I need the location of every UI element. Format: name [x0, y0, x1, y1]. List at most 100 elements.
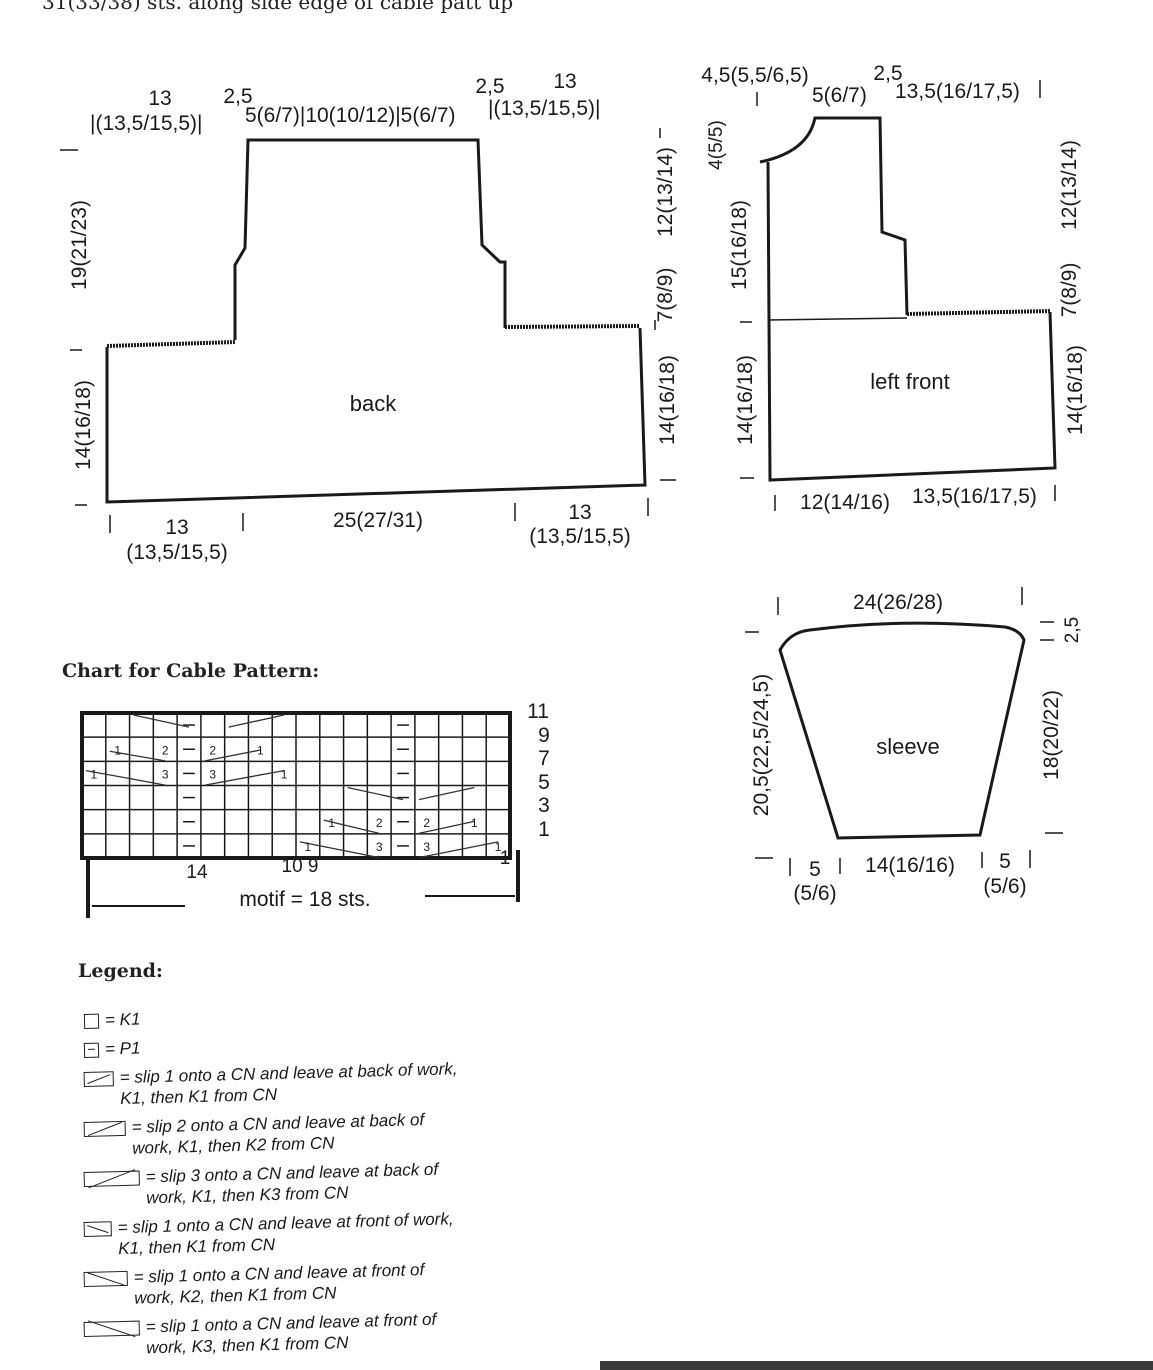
chart-labels: 11 9 7 5 3 1 14 10 9 1 motif = 18 sts. — [86, 700, 550, 918]
legend-item-cable-2-back: = slip 2 onto a CN and leave at back of … — [83, 1108, 464, 1160]
cable-line — [204, 749, 261, 762]
cable-front-1-icon — [83, 1221, 112, 1238]
row-number: 3 — [538, 794, 550, 817]
svg-text:2,5: 2,5 — [1062, 617, 1083, 643]
left-front-labels: 4,5(5,5/6,5) 2,5 5(6/7) 13,5(16/17,5) 4(… — [701, 62, 1087, 514]
cable-line — [299, 841, 380, 859]
cable-stitch-number: 1 — [328, 816, 335, 830]
row-number: 1 — [538, 818, 550, 841]
svg-text:2,5: 2,5 — [475, 75, 504, 98]
back-dotted-edge — [106, 324, 641, 348]
svg-text:left front: left front — [870, 369, 949, 394]
purl-symbol-icon — [83, 1042, 100, 1058]
cable-stitch-number: 1 — [471, 816, 478, 830]
cable-line — [418, 820, 475, 835]
cable-stitch-number: 1 — [281, 767, 288, 781]
svg-text:(13,5/15,5): (13,5/15,5) — [529, 525, 631, 548]
legend: = K1 = P1 = slip 1 onto a CN and leave a… — [83, 1010, 464, 1368]
svg-text:(5/6): (5/6) — [793, 882, 836, 905]
svg-text:14(16/18): 14(16/18) — [72, 380, 95, 470]
legend-item-cable-2-front: = slip 1 onto a CN and leave at front of… — [83, 1258, 464, 1310]
legend-item-cable-3-front: = slip 1 onto a CN and leave at front of… — [83, 1308, 464, 1360]
back-schematic — [105, 138, 647, 504]
svg-text:|(13,5/15,5)|: |(13,5/15,5)| — [90, 112, 202, 135]
cable-line — [418, 786, 475, 801]
col-label: 1 — [500, 848, 511, 869]
svg-text:(13,5/15,5): (13,5/15,5) — [126, 541, 228, 564]
svg-text:5(6/7)|10(10/12)|5(6/7): 5(6/7)|10(10/12)|5(6/7) — [245, 104, 456, 127]
svg-text:18(20/22): 18(20/22) — [1040, 690, 1063, 780]
svg-text:15(16/18): 15(16/18) — [728, 200, 751, 290]
svg-text:13: 13 — [148, 87, 171, 110]
cable-stitch-number: 3 — [423, 840, 430, 854]
cable-stitch-number: 1 — [114, 743, 121, 757]
svg-text:13: 13 — [165, 516, 188, 539]
svg-text:5: 5 — [809, 858, 821, 881]
sleeve-schematic — [778, 621, 1026, 840]
legend-item-cable-1-front: = slip 1 onto a CN and leave at front of… — [83, 1208, 464, 1260]
cable-chart: 1 2 2 1 1 3 3 1 1 2 2 1 1 3 3 1 — [80, 711, 512, 860]
svg-text:14(16/18): 14(16/18) — [1064, 345, 1087, 435]
row-number: 7 — [538, 747, 550, 770]
cable-line — [347, 786, 404, 801]
legend-item-cable-1-back: = slip 1 onto a CN and leave at back of … — [83, 1058, 464, 1110]
legend-item-cable-3-back: = slip 3 onto a CN and leave at back of … — [83, 1158, 464, 1210]
svg-text:13,5(16/17,5): 13,5(16/17,5) — [895, 80, 1020, 103]
cable-stitch-number: 3 — [376, 840, 383, 854]
sleeve-outline — [778, 621, 1026, 840]
cable-stitch-number: 1 — [91, 767, 98, 781]
row-number: 9 — [538, 724, 550, 747]
sleeve-labels: 24(26/28) 2,5 20,5(22,5/24,5) 18(20/22) … — [745, 587, 1083, 905]
continued-instruction-text: 31(33/38) sts. along side edge of cable … — [42, 0, 514, 14]
chart-title: Chart for Cable Pattern: — [62, 660, 320, 682]
back-labels: 13 2,5 2,5 13 |(13,5/15,5)| 5(6/7)|10(10… — [60, 70, 679, 564]
front-outline — [759, 116, 1057, 482]
cable-stitch-number: 3 — [209, 767, 216, 781]
svg-text:12(13/14): 12(13/14) — [654, 147, 677, 237]
cable-line — [133, 714, 190, 728]
motif-label: motif = 18 sts. — [239, 888, 370, 911]
cable-back-3-icon — [83, 1170, 140, 1188]
cable-line — [323, 819, 380, 835]
back-outline — [105, 138, 647, 504]
row-number: 5 — [538, 771, 550, 794]
svg-text:(5/6): (5/6) — [983, 875, 1026, 898]
cable-stitch-number: 3 — [162, 767, 169, 781]
svg-text:13,5(16/17,5): 13,5(16/17,5) — [912, 485, 1037, 508]
cable-stitch-number: 2 — [162, 743, 169, 757]
svg-text:2,5: 2,5 — [223, 85, 252, 108]
cable-stitch-number: 1 — [257, 743, 264, 757]
svg-text:14(16/18): 14(16/18) — [656, 355, 679, 445]
svg-text:back: back — [350, 391, 397, 416]
svg-text:13: 13 — [553, 70, 576, 93]
svg-text:20,5(22,5/24,5): 20,5(22,5/24,5) — [750, 674, 773, 816]
cable-stitch-number: 1 — [305, 840, 312, 854]
svg-text:7(8/9): 7(8/9) — [1058, 263, 1081, 318]
left-front-schematic — [759, 116, 1057, 482]
scan-edge-bar — [600, 1361, 1153, 1370]
svg-text:12(13/14): 12(13/14) — [1058, 140, 1081, 230]
svg-text:2,5: 2,5 — [873, 62, 902, 85]
svg-text:24(26/28): 24(26/28) — [853, 591, 943, 614]
cable-stitch-number: 2 — [209, 743, 216, 757]
svg-text:14(16/16): 14(16/16) — [865, 854, 955, 877]
svg-text:4,5(5,5/6,5): 4,5(5,5/6,5) — [701, 64, 808, 87]
svg-text:4(5/5): 4(5/5) — [706, 120, 727, 170]
cable-stitch-number: 1 — [495, 840, 502, 854]
svg-text:sleeve: sleeve — [876, 734, 940, 759]
row-number: 11 — [527, 700, 549, 723]
svg-text:25(27/31): 25(27/31) — [333, 509, 423, 532]
cable-back-2-icon — [83, 1120, 126, 1138]
svg-text:5(6/7): 5(6/7) — [812, 84, 867, 107]
knit-symbol-icon — [83, 1013, 100, 1029]
cable-line — [109, 750, 166, 762]
col-label: 14 — [186, 862, 208, 883]
svg-text:|(13,5/15,5)|: |(13,5/15,5)| — [488, 97, 600, 120]
cable-stitch-number: 2 — [423, 816, 430, 830]
cable-line — [228, 714, 285, 728]
col-label: 10 9 — [282, 856, 319, 877]
cable-line — [204, 769, 285, 786]
cable-stitch-number: 2 — [376, 816, 383, 830]
cable-back-1-icon — [83, 1071, 114, 1088]
